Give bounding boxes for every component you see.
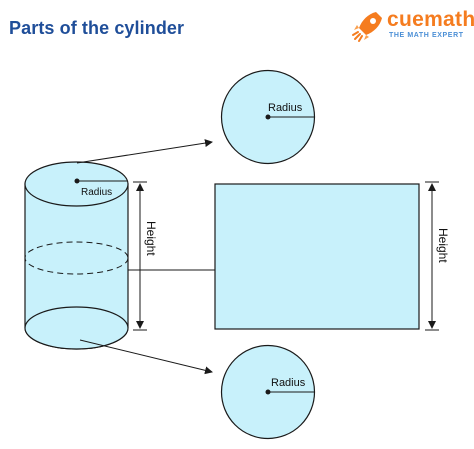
cylinder-top-face — [24, 161, 129, 207]
arrow-to-top-circle — [76, 139, 213, 164]
cylinder: Radius — [24, 161, 129, 350]
brand-name: cuemath — [387, 8, 474, 31]
cylinder-radius-label: Radius — [81, 187, 112, 198]
bottom-circle-radius-label: Radius — [271, 377, 306, 389]
rectangle-height-label: Height — [436, 228, 450, 263]
bottom-circle: Radius — [220, 344, 316, 440]
arrow-to-bottom-circle — [79, 339, 213, 375]
lateral-surface-rectangle — [214, 183, 420, 330]
cylinder-height-label: Height — [144, 221, 158, 256]
page-title: Parts of the cylinder — [9, 18, 185, 38]
rocket-icon — [352, 12, 382, 42]
cuemath-logo: cuemath THE MATH EXPERT — [348, 6, 474, 46]
top-circle: Radius — [220, 69, 316, 165]
brand-tagline: THE MATH EXPERT — [389, 32, 464, 39]
cylinder-bottom-face — [24, 306, 129, 350]
top-circle-radius-label: Radius — [268, 102, 303, 114]
cylinder-middle-section — [24, 241, 129, 275]
